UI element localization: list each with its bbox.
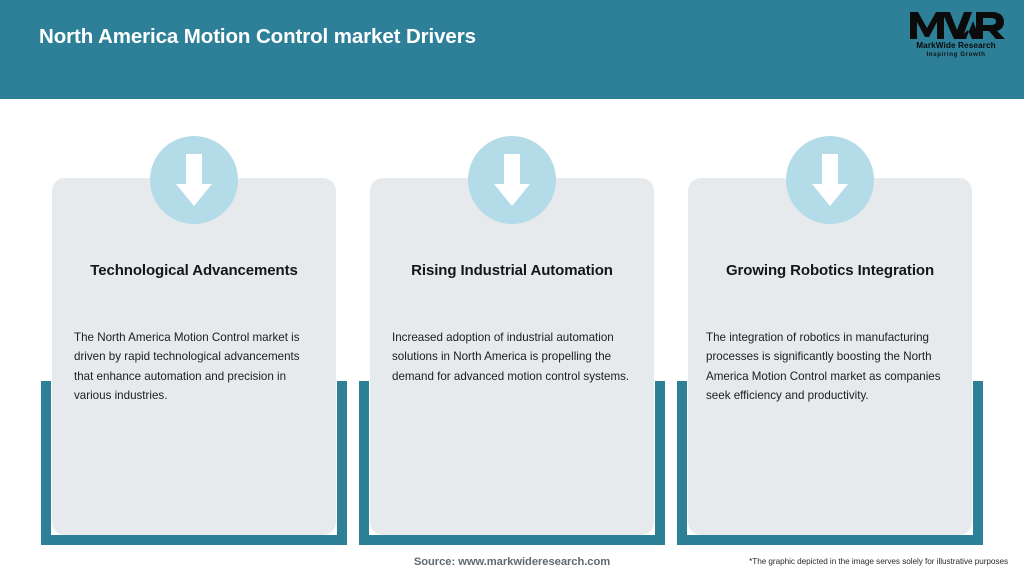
driver-card-1: Technological Advancements The North Ame… <box>41 99 359 559</box>
driver-card-2: Rising Industrial Automation Increased a… <box>359 99 677 559</box>
card-body-text: The North America Motion Control market … <box>74 331 300 402</box>
card-accent-frame <box>359 381 665 545</box>
down-arrow-glyph <box>494 154 530 206</box>
brand-logo: MarkWide Research Inspiring Growth <box>906 8 1006 66</box>
drivers-card-row: Technological Advancements The North Ame… <box>0 99 1024 576</box>
card-panel: Rising Industrial Automation Increased a… <box>370 178 654 535</box>
disclaimer-note: *The graphic depicted in the image serve… <box>749 557 1008 566</box>
card-title: Growing Robotics Integration <box>725 262 935 279</box>
source-label: Source: www.markwideresearch.com <box>413 556 611 568</box>
driver-card-3: Growing Robotics Integration The integra… <box>677 99 995 559</box>
page-title: North America Motion Control market Driv… <box>39 25 476 48</box>
logo-tagline: Inspiring Growth <box>926 51 986 58</box>
down-arrow-icon <box>786 136 874 224</box>
card-body-text: Increased adoption of industrial automat… <box>392 331 630 383</box>
mwr-logo-icon <box>910 12 1005 39</box>
card-title: Technological Advancements <box>90 262 298 279</box>
down-arrow-icon <box>468 136 556 224</box>
card-accent-frame <box>41 381 347 545</box>
card-body-text: The integration of robotics in manufactu… <box>706 331 941 402</box>
card-title: Rising Industrial Automation <box>411 262 613 279</box>
down-arrow-glyph <box>812 154 848 206</box>
page-header: North America Motion Control market Driv… <box>0 0 1024 99</box>
card-panel: Growing Robotics Integration The integra… <box>688 178 972 535</box>
card-accent-frame <box>677 381 983 545</box>
down-arrow-icon <box>150 136 238 224</box>
logo-company-name: MarkWide Research <box>916 41 996 50</box>
card-panel: Technological Advancements The North Ame… <box>52 178 336 535</box>
down-arrow-glyph <box>176 154 212 206</box>
